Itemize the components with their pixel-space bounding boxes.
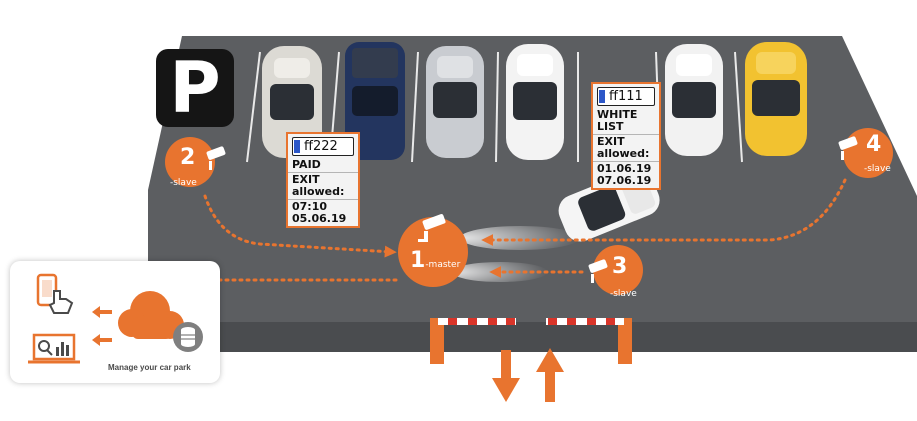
parked-car	[506, 44, 564, 160]
master-node	[398, 217, 468, 287]
master-node-label: 1-master	[410, 248, 461, 273]
management-panel-caption: Manage your car park	[108, 363, 191, 372]
eu-flag-icon	[599, 90, 605, 103]
parked-car	[426, 46, 484, 158]
arrow-icon	[92, 306, 112, 346]
slave-node	[165, 137, 215, 187]
license-plate: ff111	[597, 87, 655, 106]
parked-car	[745, 42, 807, 156]
parking-lot-surface	[148, 36, 917, 322]
network-links	[203, 166, 847, 286]
plate-number: ff111	[609, 88, 643, 104]
card-status: PAID	[292, 158, 321, 171]
slave-node-label: 2	[180, 145, 196, 170]
slave-node-label: 3	[612, 254, 628, 279]
database-icon	[173, 322, 203, 352]
phone-touch-icon	[36, 273, 74, 314]
camera-icon	[206, 146, 226, 170]
slave-node-role: -slave	[864, 164, 891, 174]
barrier-icon	[430, 318, 516, 364]
barrier-icon	[546, 318, 632, 364]
camera-icon	[588, 259, 608, 283]
management-panel-graphics	[28, 273, 203, 364]
license-plate: ff222	[292, 137, 354, 156]
camera-icon	[838, 136, 858, 160]
arrow-icon	[536, 348, 564, 402]
plate-number: ff222	[304, 138, 338, 154]
card-exit-time: 07:10 05.06.19	[288, 199, 358, 226]
eu-flag-icon	[294, 140, 300, 153]
management-panel: Manage your car park	[10, 261, 220, 383]
card-exit-period: 01.06.19 07.06.19	[593, 161, 659, 188]
parking-lot-front-edge	[148, 322, 917, 352]
slave-node-label: 4	[866, 132, 882, 157]
parking-sign-icon: P	[156, 49, 234, 127]
card-status: WHITE LIST	[597, 108, 638, 133]
arrow-icon	[492, 350, 520, 402]
slave-node	[593, 245, 643, 295]
parked-car	[262, 46, 322, 158]
cloud-icon	[118, 291, 184, 339]
slave-node-role: -slave	[170, 178, 197, 188]
card-exit: EXIT allowed:	[288, 172, 358, 199]
whitelist-plate-card: ff111 WHITE LIST EXIT allowed: 01.06.19 …	[591, 82, 661, 190]
parked-car	[665, 44, 723, 156]
slave-node-role: -slave	[610, 289, 637, 299]
paid-plate-card: ff222 PAID EXIT allowed: 07:10 05.06.19	[286, 132, 360, 228]
headlight-beam	[460, 226, 580, 250]
camera-icon	[418, 214, 446, 242]
parked-car	[345, 42, 405, 160]
laptop-chart-icon	[28, 333, 80, 364]
card-exit: EXIT allowed:	[593, 134, 659, 161]
